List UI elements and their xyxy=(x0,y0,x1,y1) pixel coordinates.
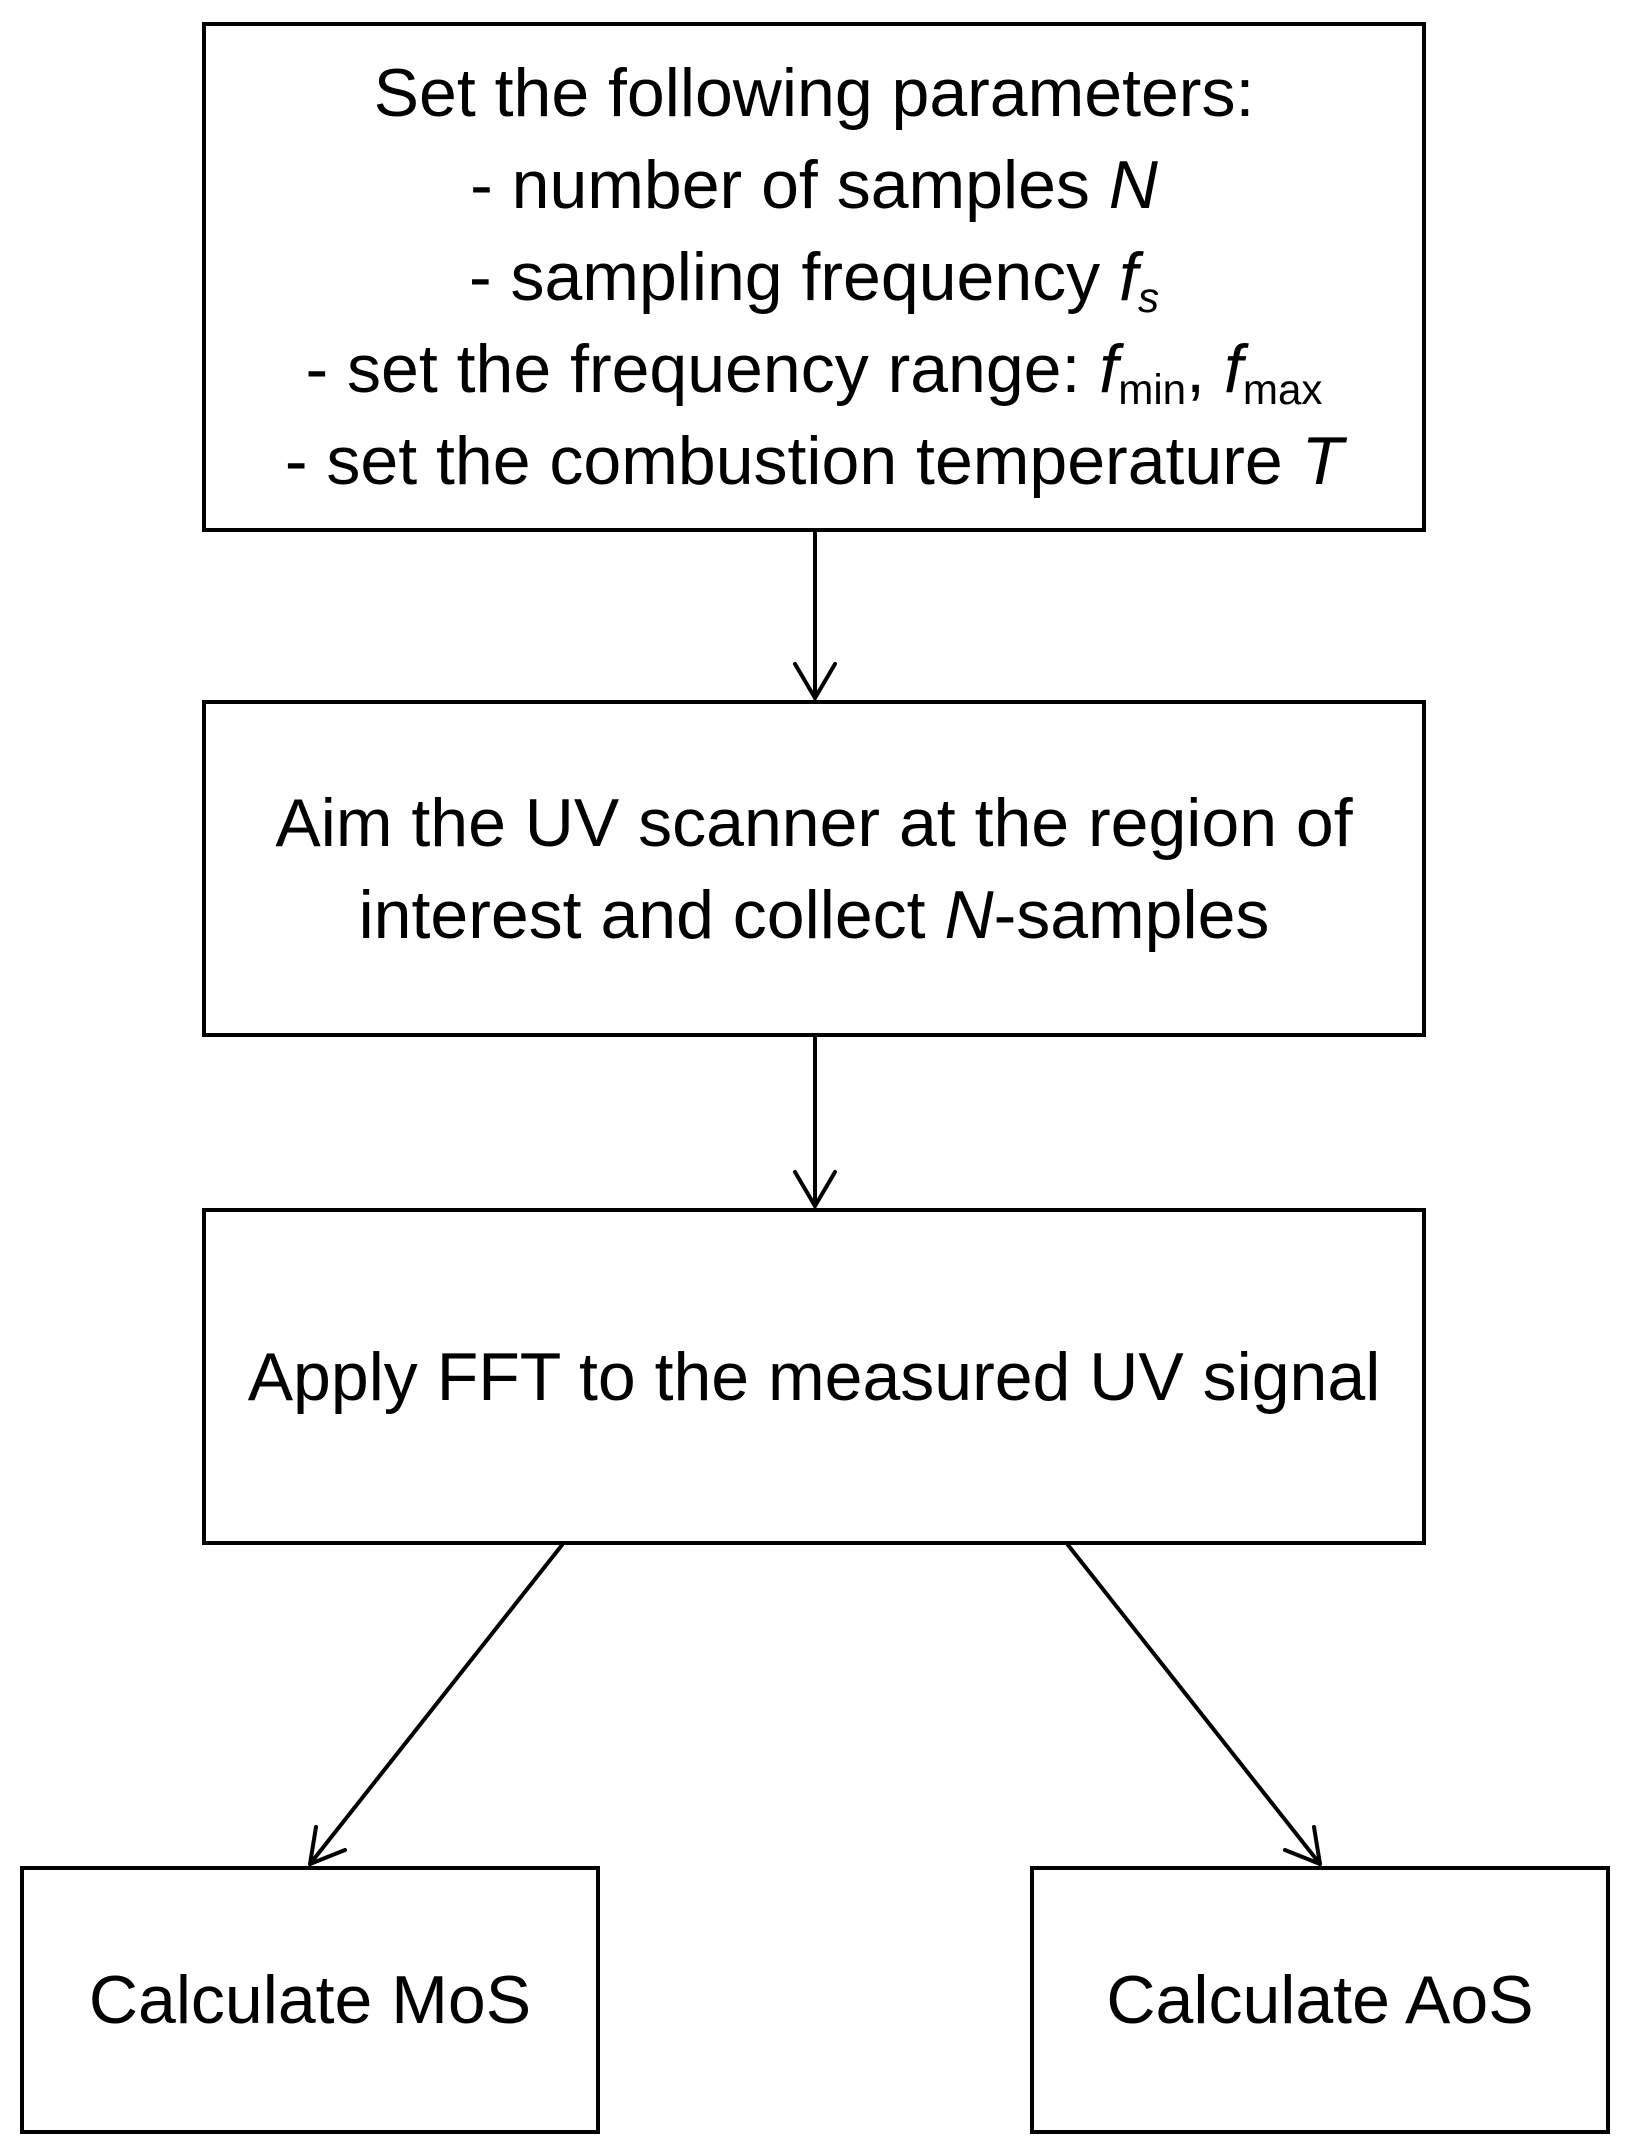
arrow-params-to-scan xyxy=(793,530,837,700)
arrow-fft-to-aos xyxy=(1066,1543,1322,1866)
mos-label: Calculate MoS xyxy=(88,1962,532,2038)
subscript-max: max xyxy=(1242,365,1323,413)
range-separator: , xyxy=(1186,331,1224,407)
parameters-heading: Set the following parameters: xyxy=(373,55,1255,131)
parameter-temperature: - set the combustion temperature T xyxy=(285,415,1343,507)
parameter-temperature-text: - set the combustion temperature xyxy=(284,423,1302,499)
var-f: f xyxy=(1119,239,1138,315)
var-f-subscript-s: s xyxy=(1137,273,1160,321)
subscript-min: min xyxy=(1118,365,1187,413)
var-n-samples: N xyxy=(944,876,994,953)
var-f-min: f xyxy=(1099,331,1119,407)
fft-box: Apply FFT to the measured UV signal xyxy=(202,1208,1426,1545)
scan-line-1: Aim the UV scanner at the region of xyxy=(275,784,1353,861)
aos-label: Calculate AoS xyxy=(1106,1962,1534,2038)
parameter-samples: - number of samples N xyxy=(470,139,1158,231)
parameter-frequency-range: - set the frequency range: fmin, fmax xyxy=(306,323,1323,415)
scan-line-2: interest and collect N-samples xyxy=(359,869,1270,961)
var-f-max: f xyxy=(1223,331,1243,407)
mos-box: Calculate MoS xyxy=(20,1866,600,2134)
scan-box: Aim the UV scanner at the region of inte… xyxy=(202,700,1426,1037)
parameter-samples-text: - number of samples xyxy=(470,147,1109,223)
scan-line-2-text: interest and collect xyxy=(358,876,945,953)
var-t: T xyxy=(1301,423,1344,499)
fft-label: Apply FFT to the measured UV signal xyxy=(247,1338,1381,1415)
var-n: N xyxy=(1108,147,1158,223)
arrow-fft-to-mos xyxy=(308,1543,564,1866)
aos-box: Calculate AoS xyxy=(1030,1866,1610,2134)
parameter-frequency-range-text: - set the frequency range: xyxy=(305,331,1100,407)
scan-line-2-suffix: -samples xyxy=(993,876,1270,953)
parameter-sampling-frequency-text: - sampling frequency xyxy=(468,239,1120,315)
parameter-sampling-frequency: - sampling frequency fs xyxy=(469,231,1159,323)
parameters-box: Set the following parameters: - number o… xyxy=(202,22,1426,532)
arrow-scan-to-fft xyxy=(793,1035,837,1208)
